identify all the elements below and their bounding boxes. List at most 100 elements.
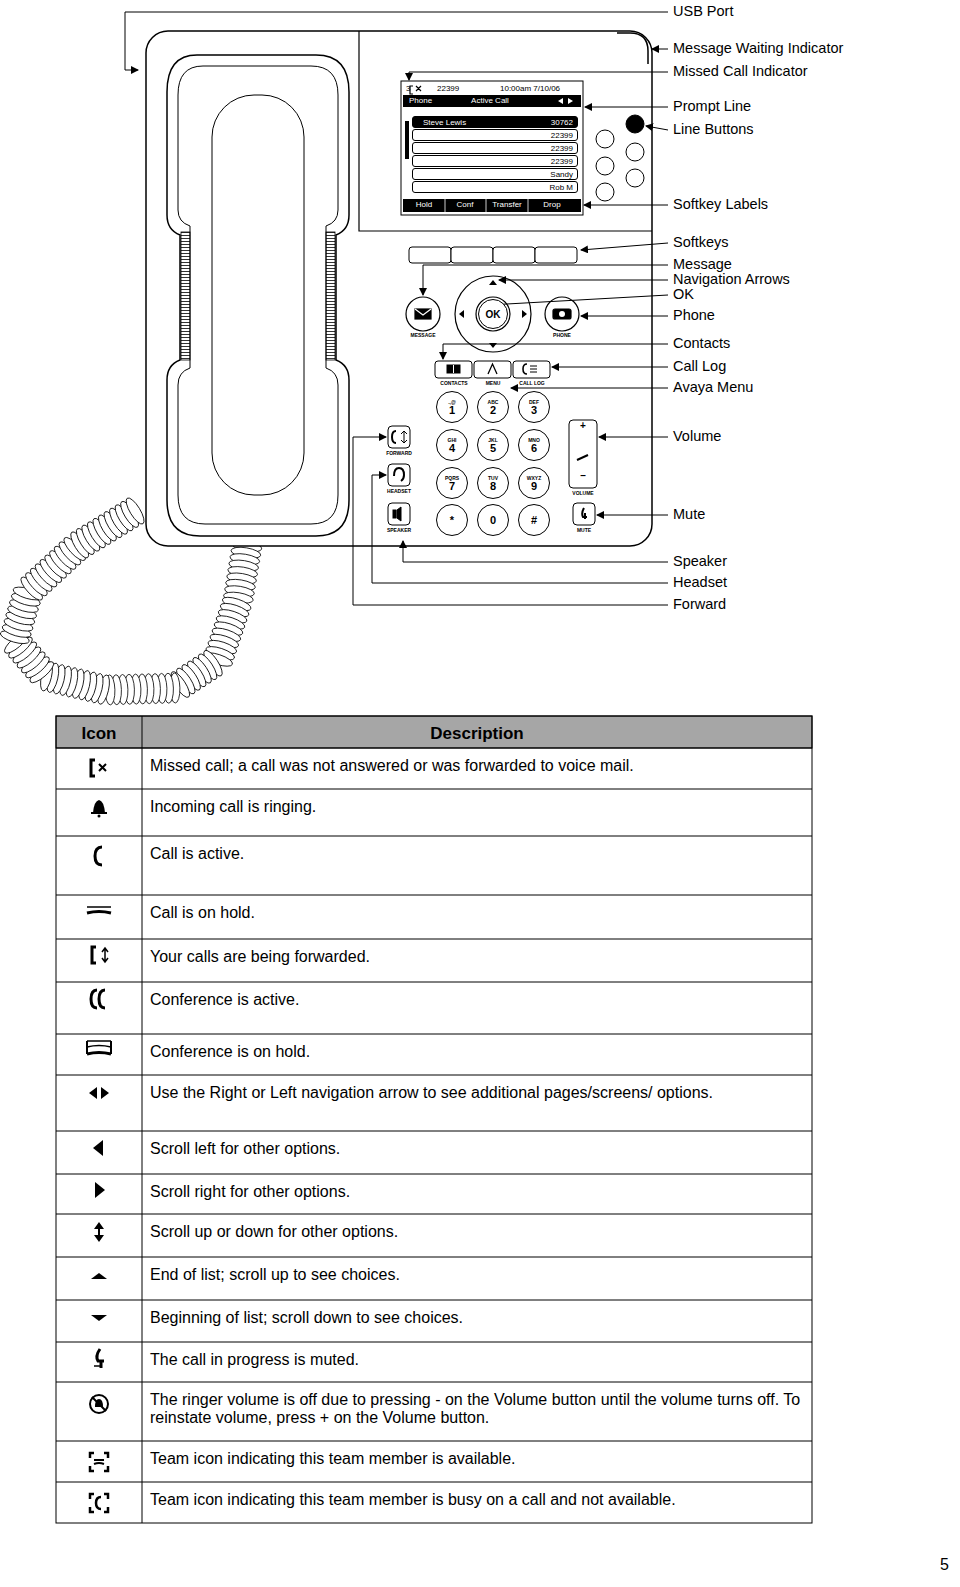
callout-label: Softkeys <box>673 234 729 251</box>
callout-label: Message Waiting Indicator <box>673 40 843 57</box>
screen-text: 10:00am 7/10/06 <box>500 84 560 93</box>
line-text: 22399 <box>551 144 573 153</box>
volume-sign: – <box>580 470 586 482</box>
key-label: 0 <box>490 515 496 526</box>
callout-label: Avaya Menu <box>673 379 753 396</box>
dial-key: WXYZ9 <box>518 467 550 499</box>
button-caption: MENU <box>486 381 501 387</box>
dial-key: JKL5 <box>477 429 509 461</box>
table-cell: Scroll left for other options. <box>150 1140 805 1158</box>
table-cell: Team icon indicating this team member is… <box>150 1491 805 1509</box>
feature-buttons <box>388 426 410 525</box>
ok-button: OK <box>478 299 508 329</box>
key-label: 1 <box>449 405 455 416</box>
table-cell: End of list; scroll up to see choices. <box>150 1266 805 1284</box>
line-text: Steve Lewis <box>423 118 466 127</box>
softkey-label: Conf <box>457 200 474 209</box>
dial-key: DEF3 <box>518 391 550 423</box>
menu-buttons <box>435 361 550 378</box>
dial-key: MNO6 <box>518 429 550 461</box>
button-caption: CALL LOG <box>519 381 544 387</box>
callout-label: Mute <box>673 506 705 523</box>
callout-label: OK <box>673 286 694 303</box>
table-header: Description <box>430 724 524 744</box>
table-cell: Use the Right or Left navigation arrow t… <box>150 1084 805 1102</box>
table-cell: The ringer volume is off due to pressing… <box>150 1391 805 1428</box>
key-label: 9 <box>531 481 537 492</box>
dial-key: * <box>436 504 468 536</box>
cord-coil <box>123 496 147 527</box>
key-label: 3 <box>531 405 537 416</box>
line-appearance: Steve Lewis 30762 <box>412 116 578 128</box>
line-text: 30762 <box>551 118 573 127</box>
table-cell: Beginning of list; scroll down to see ch… <box>150 1309 805 1327</box>
screen-text: Phone <box>409 96 432 105</box>
key-label: OK <box>486 309 501 320</box>
table-cell: Call is active. <box>150 845 805 863</box>
status-icons <box>87 760 111 1512</box>
key-label: # <box>531 515 537 526</box>
table-cell: The call in progress is muted. <box>150 1351 805 1369</box>
handset <box>167 55 349 536</box>
phone-body <box>146 31 652 546</box>
volume-sign: + <box>580 420 586 432</box>
key-label: 4 <box>449 443 455 454</box>
callout-label: USB Port <box>673 3 733 20</box>
dial-key: # <box>518 504 550 536</box>
table-cell: Your calls are being forwarded. <box>150 948 805 966</box>
screen-text: 22399 <box>437 84 459 93</box>
line-appearance: 22399 <box>412 155 578 167</box>
line-text: Sandy <box>550 170 573 179</box>
callout-label: Phone <box>673 307 715 324</box>
callout-label: Navigation Arrows <box>673 271 790 288</box>
dial-key: .,@1 <box>436 391 468 423</box>
line-buttons <box>596 115 644 201</box>
line-text: Rob M <box>549 183 573 192</box>
line-appearance: Sandy <box>412 168 578 180</box>
table-cell: Conference is on hold. <box>150 1043 805 1061</box>
callout-label: Headset <box>673 574 727 591</box>
callout-label: Softkey Labels <box>673 196 768 213</box>
icon-table <box>56 716 812 1523</box>
table-cell: Conference is active. <box>150 991 805 1009</box>
line-appearance: 22399 <box>412 142 578 154</box>
screen-text: 3 <box>406 84 410 93</box>
button-caption: SPEAKER <box>387 528 411 534</box>
button-caption: VOLUME <box>572 491 593 497</box>
leader-lines <box>125 12 668 605</box>
screen-text: Active Call <box>471 96 509 105</box>
key-label: 6 <box>531 443 537 454</box>
button-caption: PHONE <box>553 333 571 339</box>
dial-key: TUV8 <box>477 467 509 499</box>
softkeys <box>409 247 577 263</box>
callout-label: Contacts <box>673 335 730 352</box>
callout-label: Call Log <box>673 358 726 375</box>
line-text: 22399 <box>551 157 573 166</box>
display-screen <box>401 81 583 215</box>
table-cell: Call is on hold. <box>150 904 805 922</box>
table-header: Icon <box>82 724 117 744</box>
table-cell: Scroll up or down for other options. <box>150 1223 805 1241</box>
callout-label: Missed Call Indicator <box>673 63 808 80</box>
key-label: 5 <box>490 443 496 454</box>
line-appearance: Rob M <box>412 181 578 193</box>
dial-key: GHI4 <box>436 429 468 461</box>
callout-label: Message <box>673 256 732 273</box>
button-caption: HEADSET <box>387 489 411 495</box>
navigation-cluster <box>406 276 579 352</box>
line-text: 22399 <box>551 131 573 140</box>
table-cell: Incoming call is ringing. <box>150 798 805 816</box>
button-caption: MUTE <box>577 528 591 534</box>
button-caption: CONTACTS <box>440 381 467 387</box>
table-cell: Scroll right for other options. <box>150 1183 805 1201</box>
softkey-label: Transfer <box>492 200 522 209</box>
dial-key: ABC2 <box>477 391 509 423</box>
table-cell: Missed call; a call was not answered or … <box>150 757 805 775</box>
table-cell: Team icon indicating this team member is… <box>150 1450 805 1468</box>
callout-label: Prompt Line <box>673 98 751 115</box>
dial-key: PQRS7 <box>436 467 468 499</box>
key-label: 8 <box>490 481 496 492</box>
callout-label: Speaker <box>673 553 727 570</box>
